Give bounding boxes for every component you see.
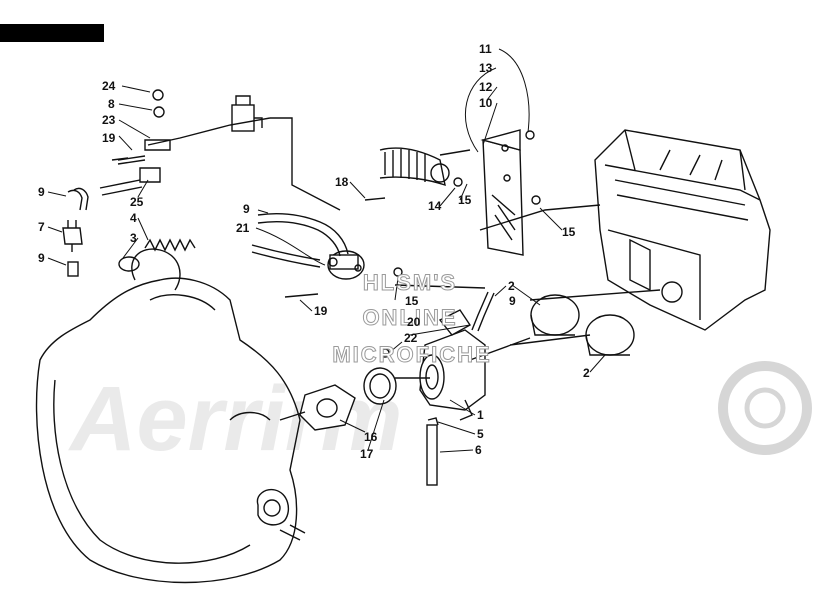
callout-25: 25 — [130, 195, 144, 209]
callout-7: 7 — [38, 220, 45, 234]
intake-boots — [299, 294, 635, 431]
air-box — [594, 129, 771, 331]
callout-23: 23 — [102, 113, 116, 127]
callout-9: 9 — [509, 294, 516, 308]
watermark-text: HLSM'S ONLINE MICROFICHE — [332, 270, 491, 368]
callout-2: 2 — [583, 366, 590, 380]
callout-8: 8 — [108, 97, 115, 111]
callout-24: 24 — [102, 79, 116, 93]
fuel-pump — [327, 250, 365, 280]
callout-labels: 24 8 23 19 9 7 9 25 4 3 9 21 18 11 13 12… — [38, 42, 590, 461]
callout-19: 19 — [314, 304, 328, 318]
watermark-logo: Aerrirm — [68, 368, 402, 470]
mounting-bracket — [480, 129, 524, 256]
callout-9: 9 — [38, 251, 45, 265]
callout-13: 13 — [479, 61, 493, 75]
throttle-springs — [118, 238, 196, 272]
callout-1: 1 — [477, 408, 484, 422]
engine-assembly — [35, 248, 306, 584]
callout-12: 12 — [479, 80, 493, 94]
callout-22: 22 — [404, 331, 418, 345]
fuel-hoses — [251, 213, 495, 332]
callout-11: 11 — [479, 42, 492, 56]
callout-2: 2 — [508, 279, 515, 293]
fuel-fitting-parts — [62, 89, 271, 277]
bolts — [111, 130, 541, 358]
callout-6: 6 — [475, 443, 482, 457]
callout-19: 19 — [102, 131, 116, 145]
callout-18: 18 — [335, 175, 349, 189]
callout-5: 5 — [477, 427, 484, 441]
callout-15: 15 — [405, 294, 419, 308]
callout-20: 20 — [407, 315, 421, 329]
callout-4: 4 — [130, 211, 137, 225]
callout-15: 15 — [458, 193, 472, 207]
callout-16: 16 — [364, 430, 378, 444]
callout-21: 21 — [236, 221, 250, 235]
throttle-cable — [379, 147, 450, 187]
callout-10: 10 — [479, 96, 493, 110]
carburetor — [419, 309, 486, 486]
callout-15: 15 — [562, 225, 576, 239]
callout-14: 14 — [428, 199, 442, 213]
callout-9: 9 — [38, 185, 45, 199]
header-black-bar — [0, 24, 104, 42]
leader-lines — [47, 48, 606, 453]
watermark-line-1: HLSM'S — [363, 270, 457, 295]
watermark-line-3: MICROFICHE — [332, 342, 491, 367]
callout-3: 3 — [130, 231, 137, 245]
assembly-lines — [270, 117, 661, 421]
callout-9: 9 — [243, 202, 250, 216]
watermark-wheel-icon — [718, 361, 812, 455]
watermark-line-2: ONLINE — [362, 305, 457, 330]
wire-connector — [231, 95, 263, 132]
callout-17: 17 — [360, 447, 374, 461]
